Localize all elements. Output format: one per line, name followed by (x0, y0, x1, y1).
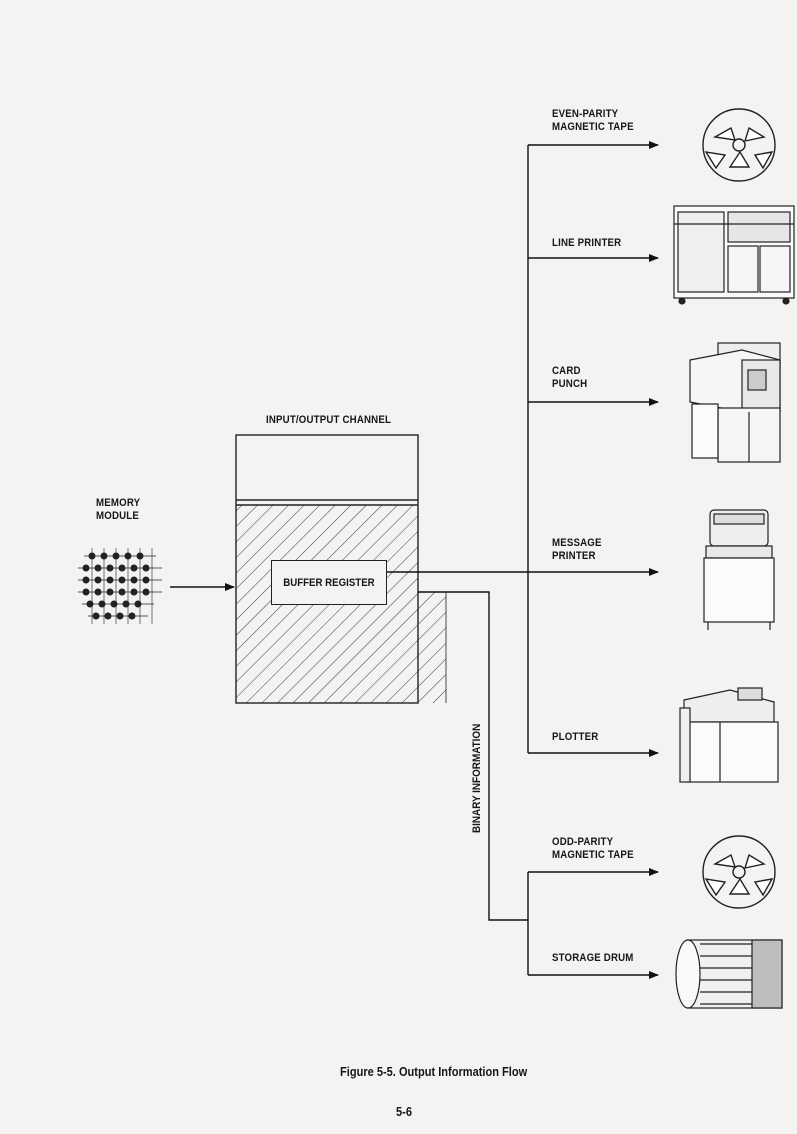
core-dot (82, 576, 90, 584)
core-dot (118, 564, 126, 572)
magnetic-tape-reel-icon (702, 835, 776, 909)
io-channel-label: INPUT/OUTPUT CHANNEL (266, 414, 392, 426)
core-dot (142, 576, 150, 584)
device-label-plotter: PLOTTER (552, 731, 599, 743)
device-label-card-punch: CARD PUNCH (552, 365, 588, 390)
core-dot (122, 600, 130, 608)
buffer-register-label: BUFFER REGISTER (283, 576, 375, 589)
core-dot (130, 564, 138, 572)
device-label-line-printer: LINE PRINTER (552, 237, 622, 249)
device-label-even-parity: EVEN-PARITY MAGNETIC TAPE (552, 108, 634, 133)
binary-information-path (418, 591, 528, 921)
buffer-register-box: BUFFER REGISTER (271, 560, 387, 605)
line-printer-icon (673, 205, 795, 305)
core-dot (104, 612, 112, 620)
magnetic-tape-reel-icon (702, 108, 776, 182)
core-dot (86, 600, 94, 608)
core-dot (106, 588, 114, 596)
figure-caption: Figure 5-5. Output Information Flow (340, 1064, 528, 1079)
core-dot (142, 564, 150, 572)
core-dot (142, 588, 150, 596)
core-dot (94, 576, 102, 584)
core-dot (118, 588, 126, 596)
storage-drum-icon (675, 939, 783, 1009)
core-dot (130, 576, 138, 584)
core-dot (98, 600, 106, 608)
core-dot (94, 588, 102, 596)
message-printer-icon (703, 509, 775, 630)
core-dot (94, 564, 102, 572)
memory-module-label: MEMORY MODULE (96, 497, 141, 522)
core-dot (116, 612, 124, 620)
device-label-odd-parity: ODD-PARITY MAGNETIC TAPE (552, 836, 634, 861)
binary-information-label: BINARY INFORMATION (471, 723, 483, 833)
memory-module-icon (78, 548, 162, 624)
core-dot (106, 564, 114, 572)
core-dot (130, 588, 138, 596)
card-punch-icon (689, 342, 781, 463)
core-dot (110, 600, 118, 608)
core-dot (128, 612, 136, 620)
core-dot (82, 564, 90, 572)
page-number: 5-6 (396, 1104, 412, 1119)
core-dot (134, 600, 142, 608)
core-dot (82, 588, 90, 596)
core-dot (106, 576, 114, 584)
device-label-storage-drum: STORAGE DRUM (552, 952, 634, 964)
plotter-icon (679, 687, 779, 783)
device-label-message-printer: MESSAGE PRINTER (552, 537, 602, 562)
core-dot (118, 576, 126, 584)
core-dot (92, 612, 100, 620)
